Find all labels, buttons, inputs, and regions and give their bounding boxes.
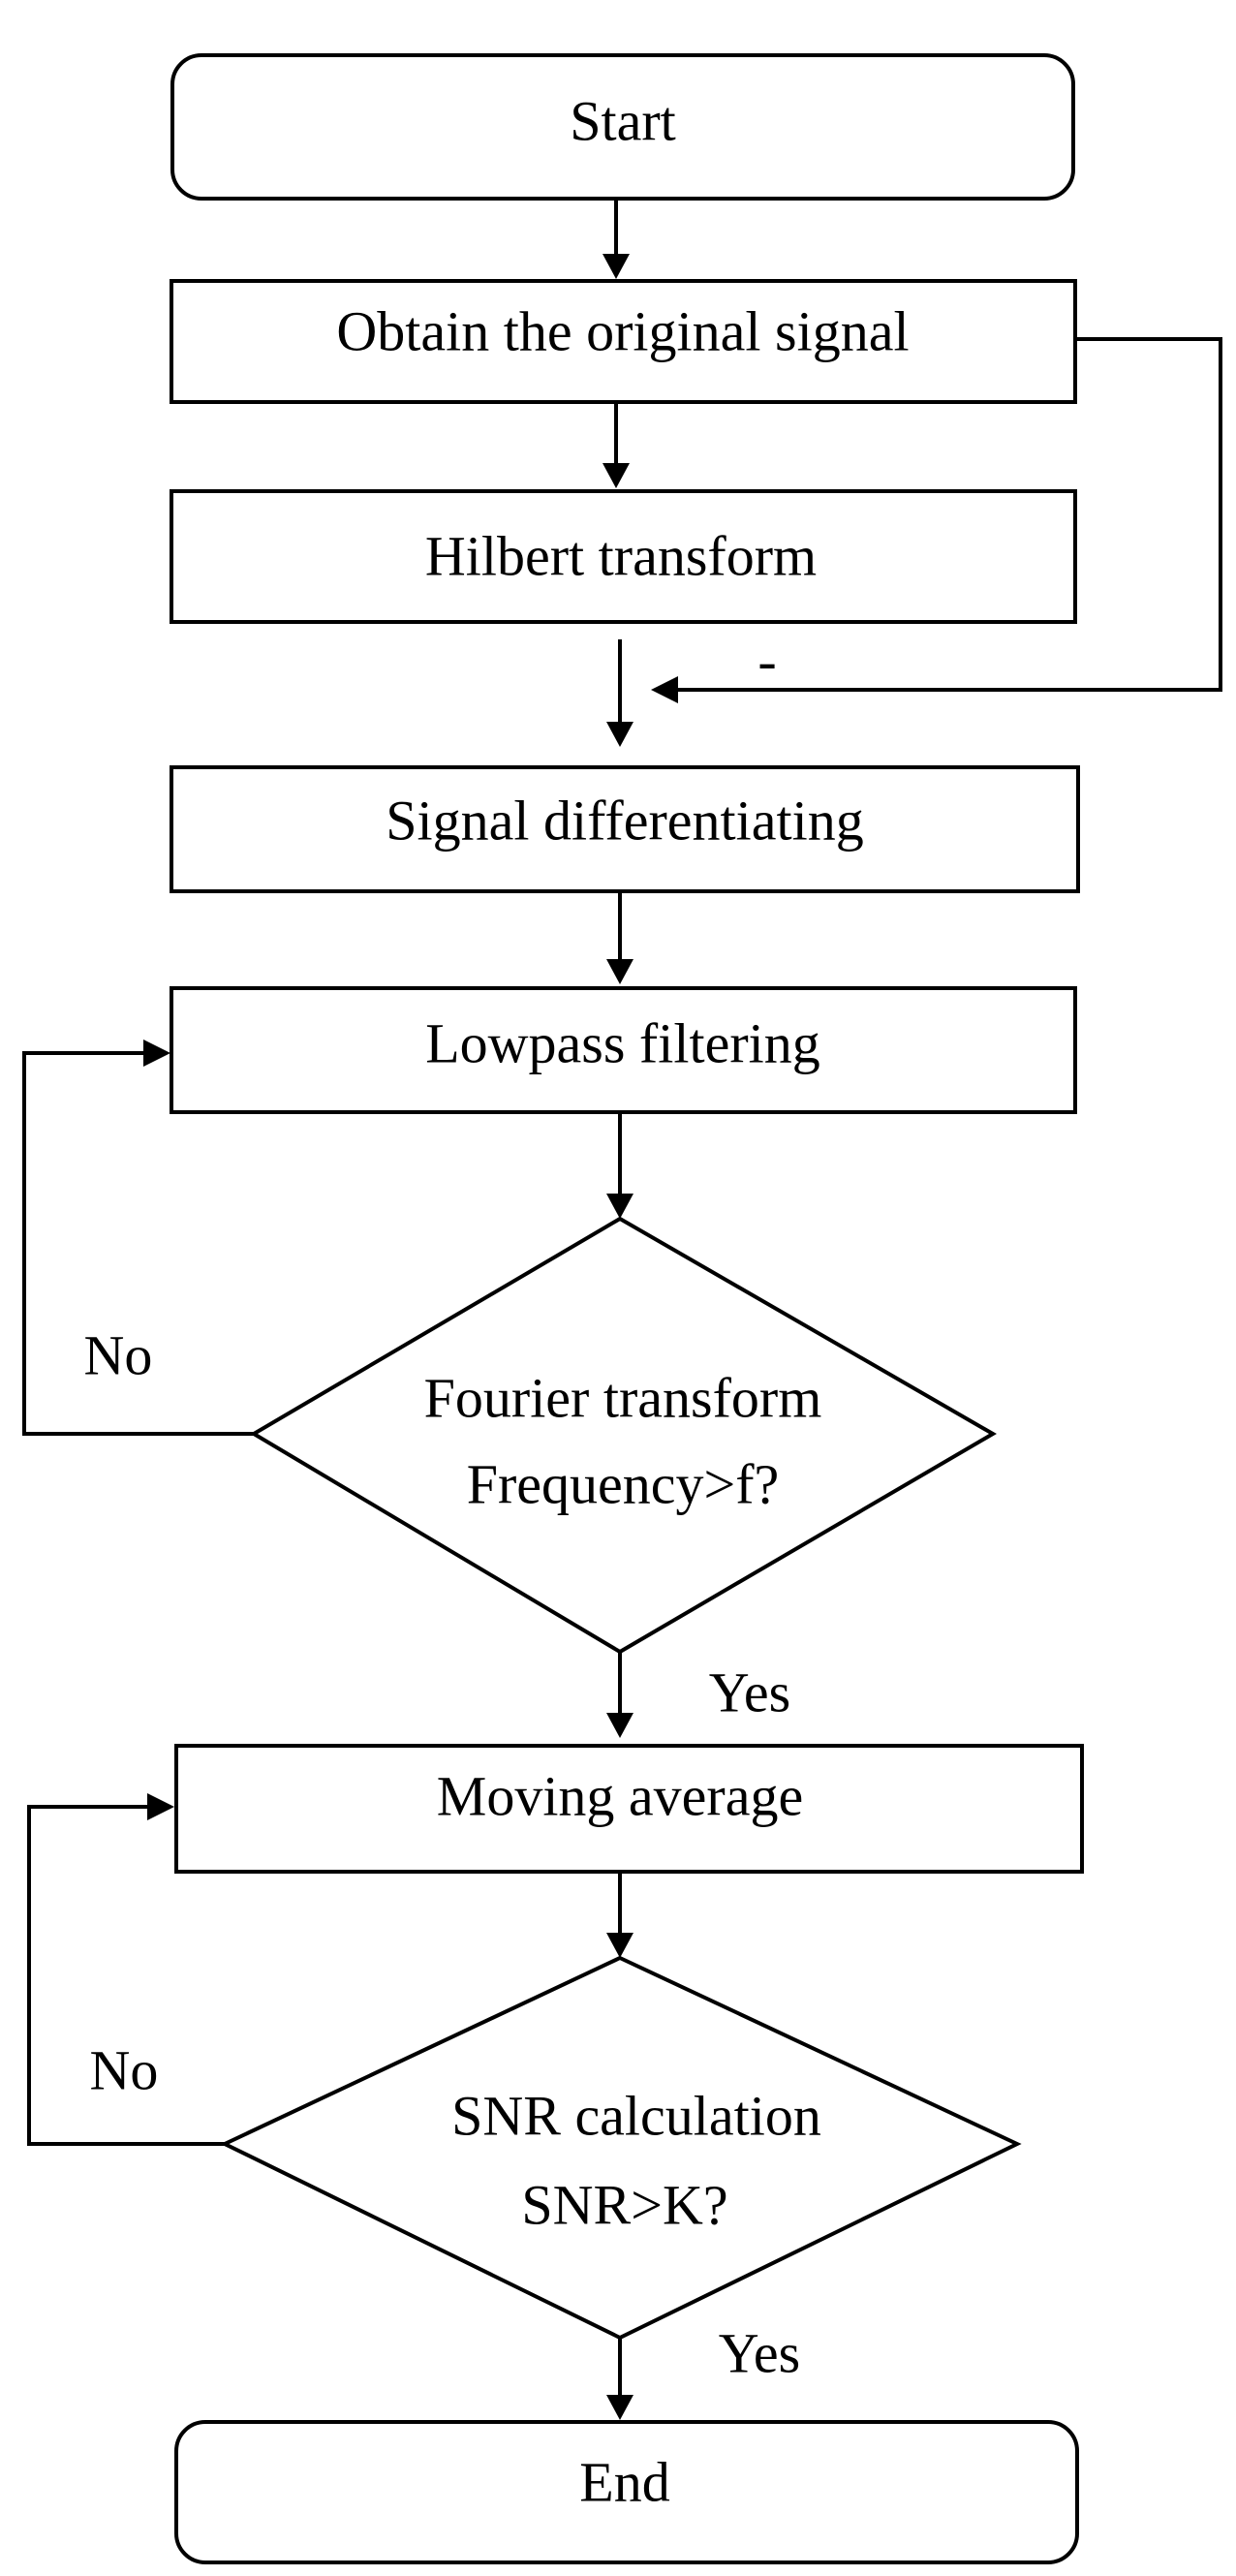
fourier-decision-line1: Fourier transform	[424, 1366, 822, 1429]
lowpass-filtering-label: Lowpass filtering	[425, 1011, 820, 1074]
snr-decision: SNR calculation SNR>K?	[220, 1955, 1022, 2341]
fourier-yes-label: Yes	[709, 1660, 790, 1723]
obtain-signal-step: Obtain the original signal	[170, 279, 1077, 404]
moving-average-step: Moving average	[174, 1744, 1084, 1874]
arrowhead-moving-average-to-snr	[606, 1933, 633, 1958]
subtract-sign: -	[757, 629, 776, 692]
obtain-signal-label: Obtain the original signal	[336, 299, 909, 362]
moving-average-label: Moving average	[437, 1764, 803, 1827]
signal-differentiating-label: Signal differentiating	[386, 789, 863, 852]
signal-differentiating-step: Signal differentiating	[170, 765, 1080, 893]
hilbert-transform-step: Hilbert transform	[170, 489, 1077, 624]
arrowhead-snr-no-loop	[147, 1793, 174, 1820]
snr-decision-line2: SNR>K?	[521, 2173, 727, 2236]
fourier-no-label: No	[84, 1323, 153, 1386]
arrowhead-hilbert-to-differentiating	[606, 722, 633, 747]
arrowhead-feedback-original-signal	[651, 676, 678, 703]
start-terminal: Start	[170, 53, 1075, 201]
snr-no-label: No	[90, 2038, 159, 2101]
snr-decision-line1: SNR calculation	[451, 2084, 821, 2147]
arrowhead-obtain-to-hilbert	[603, 463, 630, 488]
hilbert-transform-label: Hilbert transform	[425, 524, 817, 587]
fourier-decision: Fourier transform Frequency>f?	[250, 1216, 997, 1655]
arrowhead-snr-yes	[606, 2395, 633, 2420]
arrowhead-fourier-yes	[606, 1713, 633, 1738]
fourier-decision-line2: Frequency>f?	[467, 1452, 780, 1515]
arrowhead-start-to-obtain	[603, 254, 630, 279]
loop-fourier-no-line	[22, 1051, 254, 1436]
arrowhead-differentiating-to-lowpass	[606, 959, 633, 984]
end-terminal: End	[174, 2420, 1079, 2564]
lowpass-filtering-step: Lowpass filtering	[170, 986, 1077, 1114]
feedback-original-signal-line	[678, 337, 1222, 692]
end-label: End	[579, 2450, 669, 2513]
snr-yes-label: Yes	[719, 2321, 800, 2384]
arrowhead-lowpass-to-fourier	[606, 1194, 633, 1219]
arrowhead-fourier-no-loop	[143, 1040, 170, 1067]
loop-snr-no-line	[27, 1805, 225, 2146]
start-label: Start	[570, 89, 676, 152]
